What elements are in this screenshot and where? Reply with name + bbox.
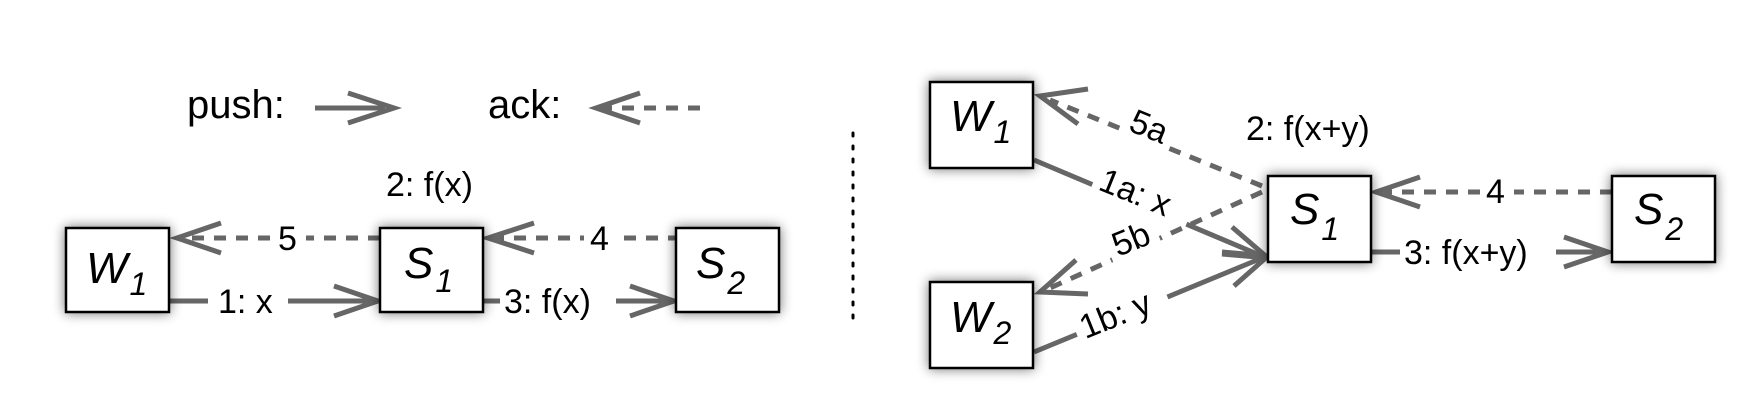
left-node-s2-letter: S — [696, 239, 725, 288]
left-node-s2: S2 — [674, 226, 781, 314]
svg-text:S1: S1 — [404, 239, 453, 299]
left-label-4: 4 — [590, 220, 609, 258]
left-edge-push-w1-s1: 1: x — [170, 282, 386, 321]
right-node-w1-letter: W — [950, 92, 995, 141]
svg-text:S2: S2 — [696, 239, 745, 301]
left-node-w1-letter: W — [86, 244, 131, 293]
right-annotation: 2: f(x+y) — [1246, 110, 1370, 148]
right-node-s2-sub: 2 — [1664, 211, 1683, 247]
right-node-w2-letter: W — [950, 293, 995, 342]
right-edge-ack-s1-w1: 5a — [1033, 86, 1263, 189]
legend: push: ack: — [187, 83, 700, 127]
svg-text:W1: W1 — [950, 92, 1011, 150]
right-node-s2-letter: S — [1634, 185, 1663, 234]
right-label-4: 4 — [1486, 173, 1505, 211]
svg-text:S1: S1 — [1290, 185, 1339, 247]
left-node-w1-sub: 1 — [130, 266, 148, 302]
right-node-w1: W1 — [928, 80, 1035, 170]
left-label-3fx: 3: f(x) — [504, 283, 591, 321]
left-edge-ack-s2-s1: 4 — [479, 218, 680, 258]
svg-text:W1: W1 — [86, 244, 147, 302]
left-node-s1: S1 — [378, 226, 485, 314]
right-node-s1: S1 — [1266, 174, 1373, 264]
left-node-s2-sub: 2 — [726, 265, 745, 301]
left-node-s1-letter: S — [404, 239, 433, 288]
right-node-s1-sub: 1 — [1321, 211, 1339, 247]
right-diagram: 1a: x 1b: y 3: f(x+y) 4 — [928, 80, 1717, 370]
svg-text:W2: W2 — [950, 293, 1012, 351]
right-node-w1-sub: 1 — [994, 114, 1012, 150]
right-node-s2: S2 — [1610, 174, 1717, 264]
left-diagram: 1: x 3: f(x) 4 5 2: f(x) W1 — [64, 166, 781, 321]
svg-text:S2: S2 — [1634, 185, 1683, 247]
right-node-w2: W2 — [928, 280, 1035, 370]
left-edge-ack-s1-w1: 5 — [169, 218, 380, 258]
legend-ack-label: ack: — [488, 83, 561, 127]
legend-push-arrow — [315, 90, 403, 126]
left-edge-push-s1-s2: 3: f(x) — [484, 282, 682, 321]
right-label-3: 3: f(x+y) — [1404, 234, 1528, 272]
left-label-5: 5 — [278, 220, 297, 258]
left-node-s1-sub: 1 — [435, 263, 453, 299]
right-node-w2-sub: 2 — [993, 315, 1012, 351]
left-node-w1: W1 — [64, 226, 171, 314]
legend-ack-arrow — [588, 90, 700, 126]
left-label-1x: 1: x — [218, 283, 273, 321]
right-node-s1-letter: S — [1290, 185, 1319, 234]
right-edge-push-s1-s2: 3: f(x+y) — [1372, 232, 1616, 272]
right-edge-ack-s2-s1: 4 — [1368, 170, 1612, 212]
legend-push-label: push: — [187, 83, 285, 127]
left-annotation: 2: f(x) — [386, 166, 473, 204]
